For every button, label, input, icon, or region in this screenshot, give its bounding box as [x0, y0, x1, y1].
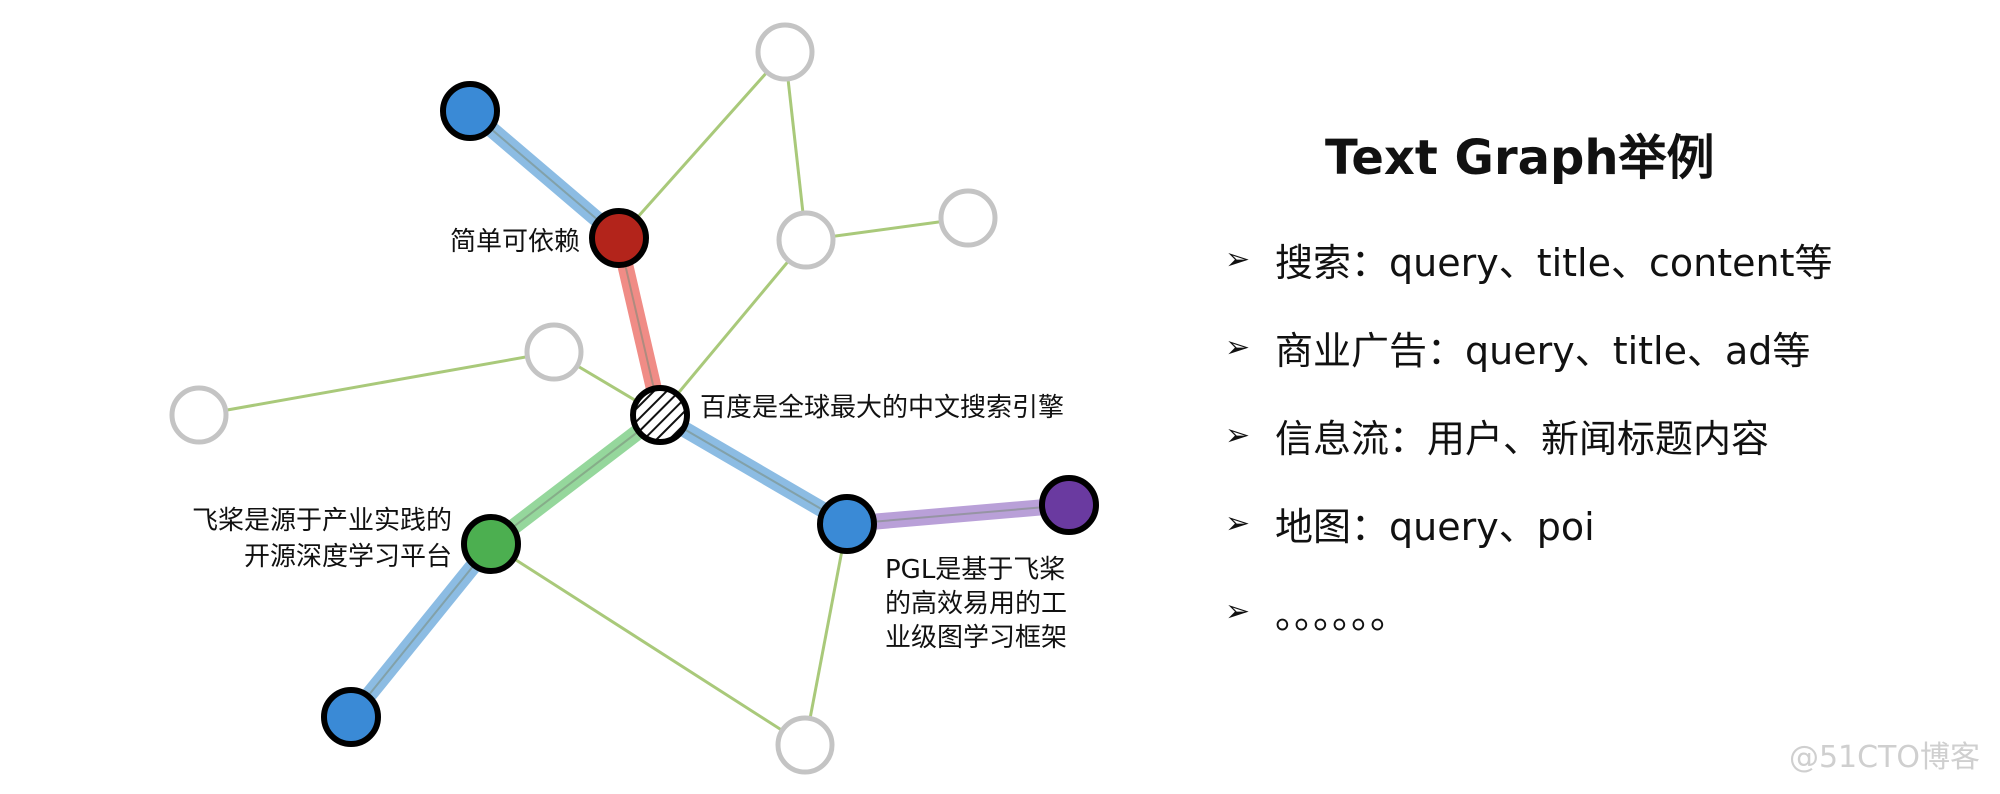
green-node-label-line-1: 飞桨是源于产业实践的: [192, 506, 452, 536]
node-g_right: [938, 188, 998, 248]
arrow-bullet-icon: ➢: [1225, 594, 1251, 629]
edge-n_center-n_green: [483, 407, 668, 552]
edge-core: [659, 414, 848, 525]
node-g_mid: [776, 210, 836, 270]
edge-core: [490, 414, 661, 545]
bullet-item: ➢ 。。。。。。: [1225, 584, 1408, 639]
edge-n_green-g_bottom: [490, 542, 806, 747]
node-n_center: [630, 385, 690, 445]
edge-n_red-g_top: [617, 51, 787, 239]
edge-g_mid-n_center: [658, 239, 808, 416]
edges-layer: [198, 51, 1077, 747]
edge-n_green-n_blue_bottom: [343, 536, 499, 725]
panel-title: Text Graph举例: [1325, 130, 1715, 186]
node-g_top: [755, 22, 815, 82]
edge-core: [350, 543, 492, 718]
blue-right-node-label-line-1: PGL是基于飞桨: [885, 555, 1065, 585]
bullet-item: ➢ 搜索：query、title、content等: [1225, 232, 1832, 287]
bullet-item: ➢ 信息流：用户、新闻标题内容: [1225, 408, 1769, 463]
center-node-label: 百度是全球最大的中文搜索引擎: [700, 393, 1064, 423]
edge-n_blue_top-n_red: [462, 103, 627, 246]
bullet-item: ➢ 地图：query、poi: [1225, 496, 1595, 551]
nodes-layer: [169, 22, 1099, 775]
bullet-text: 。。。。。。: [1275, 593, 1409, 637]
bullet-text: 商业广告：query、title、ad等: [1275, 329, 1811, 373]
green-node-label-line-2: 开源深度学习平台: [244, 542, 452, 572]
node-n_blue_bottom: [321, 687, 381, 747]
node-n_green: [461, 514, 521, 574]
blue-right-node-label-line-3: 业级图学习框架: [885, 623, 1067, 653]
bullet-item: ➢ 商业广告：query、title、ad等: [1225, 320, 1810, 375]
edge-g_left-g_center_left: [198, 350, 555, 417]
bullet-text: 地图：query、poi: [1275, 505, 1595, 549]
edge-g_top-g_mid: [783, 51, 808, 241]
node-n_purple: [1039, 475, 1099, 535]
node-g_left: [169, 385, 229, 445]
node-g_bottom: [775, 715, 835, 775]
node-g_center_left: [524, 322, 584, 382]
edge-core: [469, 110, 620, 239]
blue-right-node-label-line-2: 的高效易用的工: [885, 589, 1067, 619]
edge-g_bottom-n_blue_right: [803, 523, 849, 746]
arrow-bullet-icon: ➢: [1225, 418, 1251, 453]
edge-core: [846, 504, 1070, 525]
edge-n_center-n_blue_right: [652, 407, 855, 532]
node-n_blue_right: [817, 494, 877, 554]
watermark: @51CTO博客: [1788, 740, 1980, 775]
bullet-text: 搜索：query、title、content等: [1275, 241, 1833, 285]
labels-layer: 百度是全球最大的中文搜索引擎 简单可依赖 飞桨是源于产业实践的 开源深度学习平台…: [192, 227, 1067, 653]
node-n_red: [589, 208, 649, 268]
edge-core: [618, 237, 661, 416]
arrow-bullet-icon: ➢: [1225, 330, 1251, 365]
arrow-bullet-icon: ➢: [1225, 506, 1251, 541]
edge-n_red-n_center: [611, 230, 668, 423]
arrow-bullet-icon: ➢: [1225, 242, 1251, 277]
bullet-text: 信息流：用户、新闻标题内容: [1275, 417, 1770, 461]
node-n_blue_top: [440, 81, 500, 141]
edge-n_blue_right-n_purple: [839, 497, 1077, 532]
red-node-label: 简单可依赖: [450, 227, 580, 257]
